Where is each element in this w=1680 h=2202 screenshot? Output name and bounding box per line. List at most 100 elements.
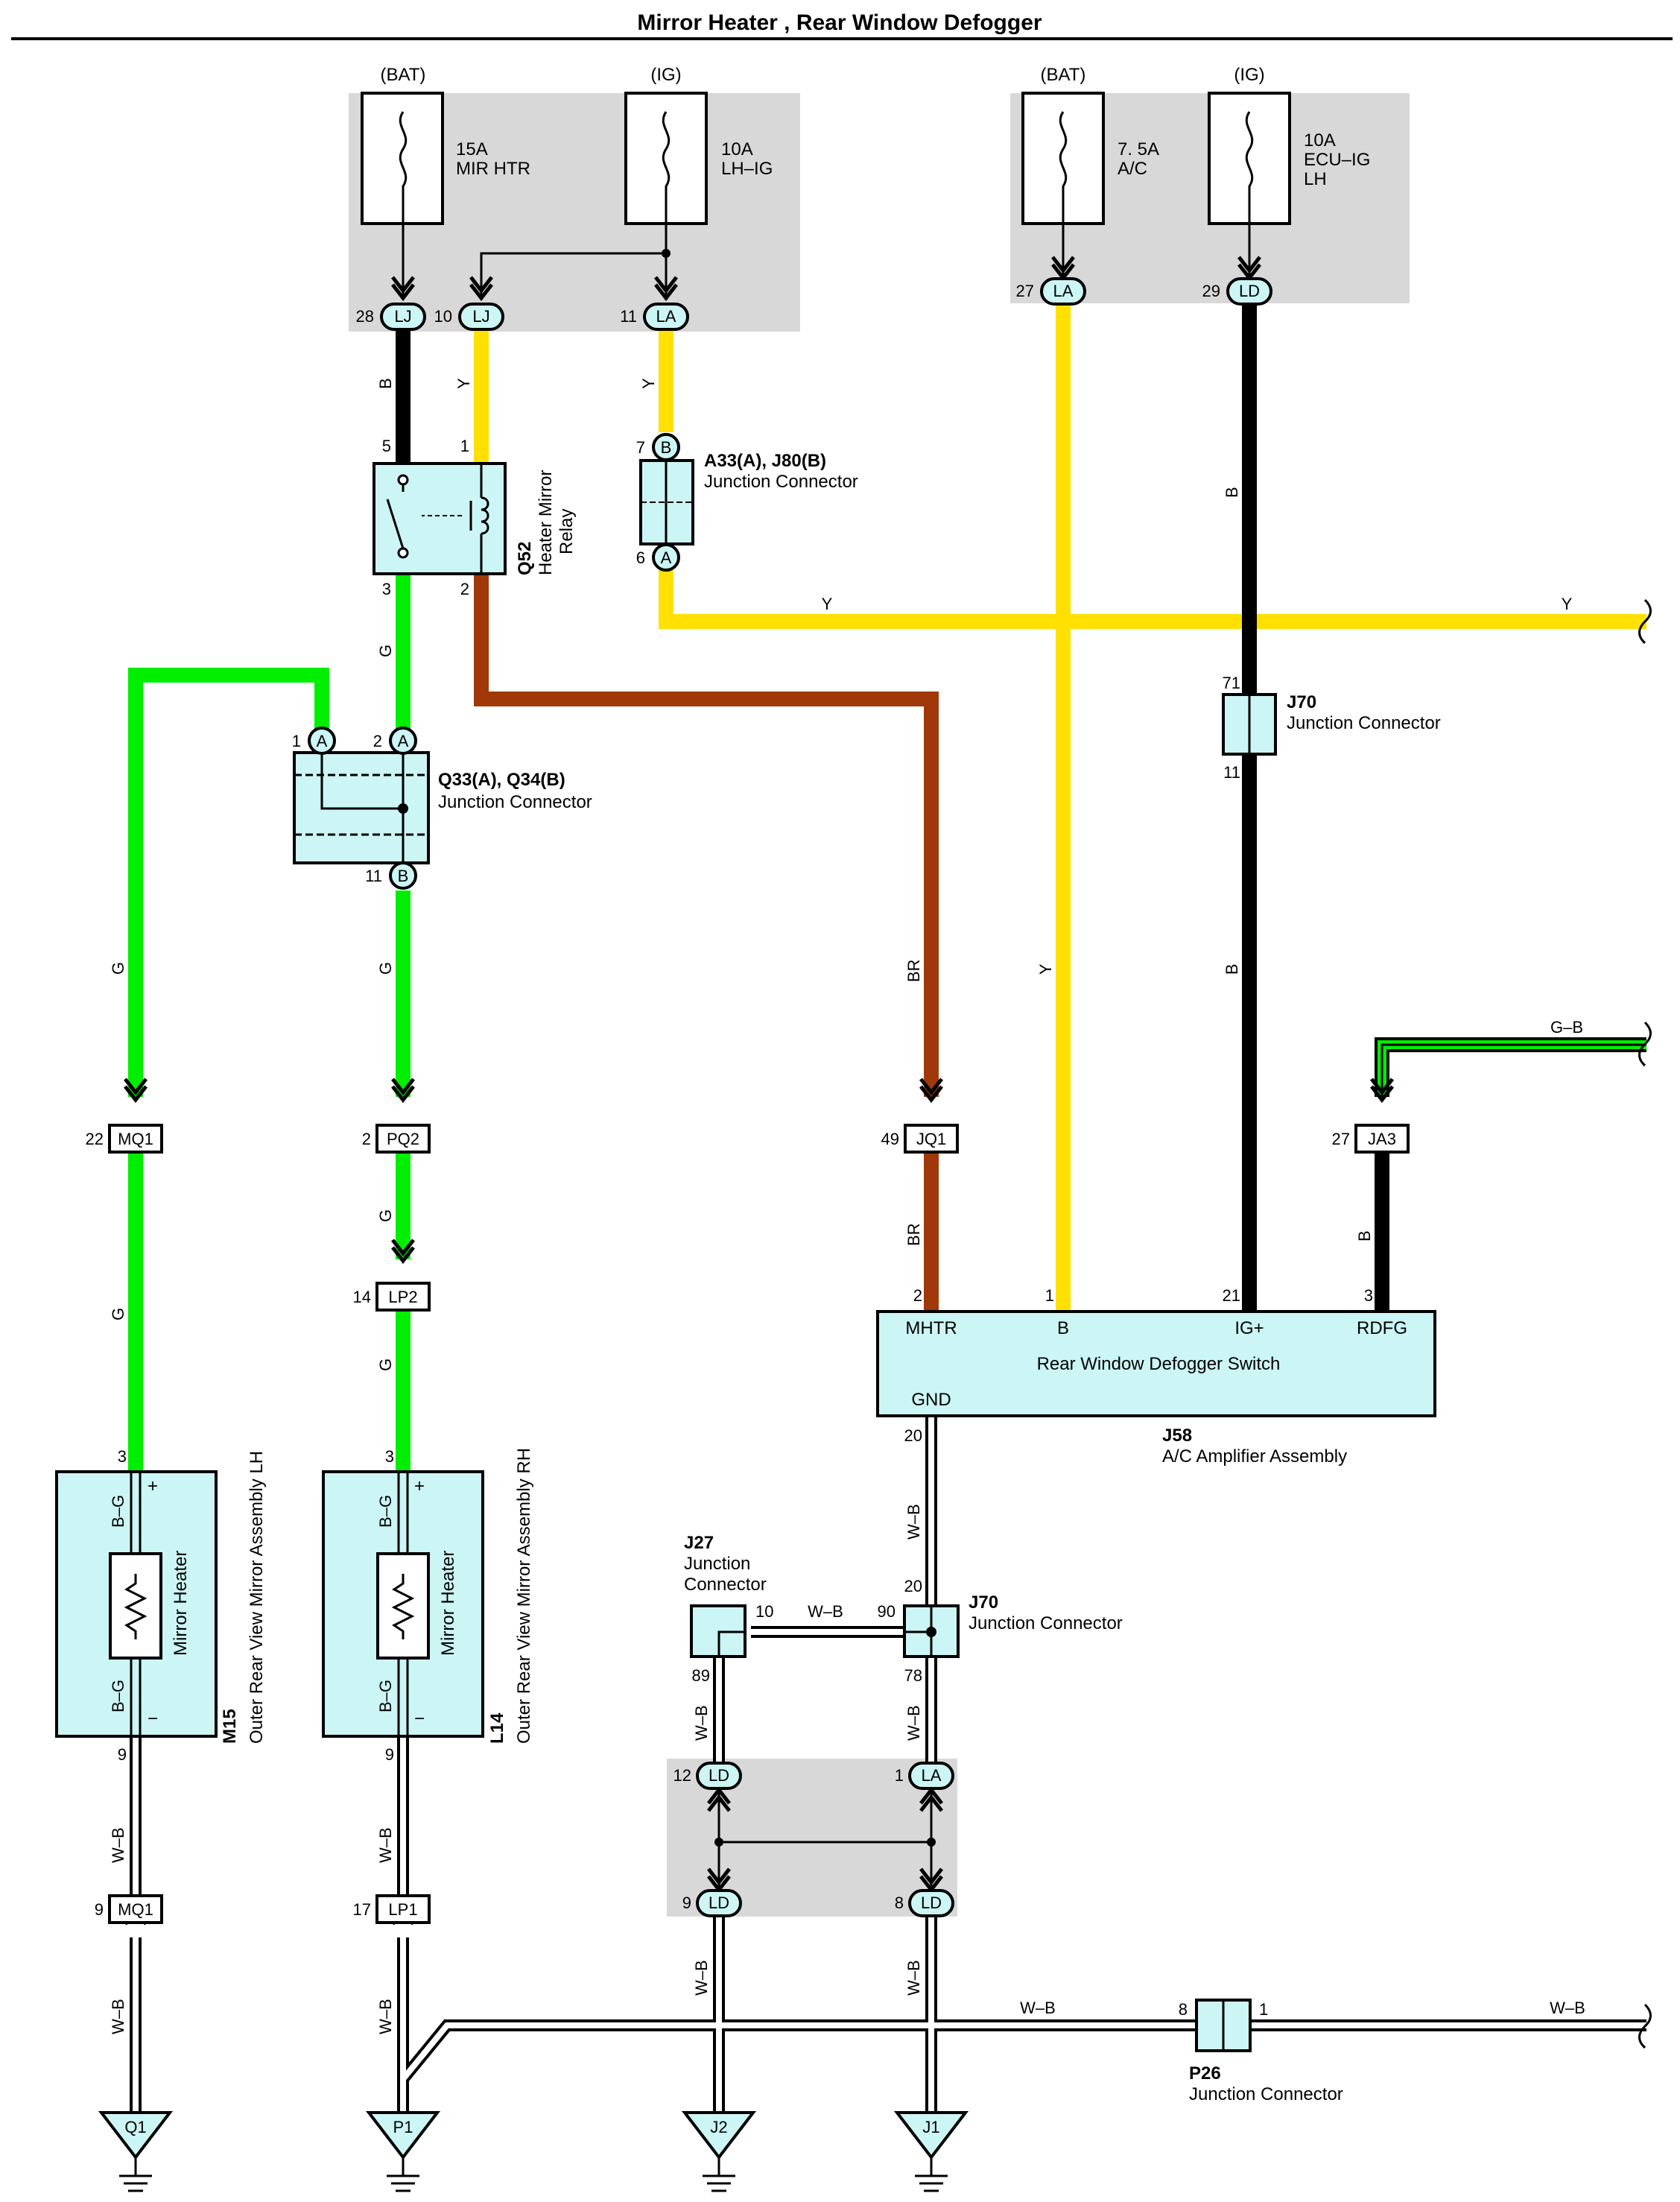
svg-text:W–B: W–B: [376, 1827, 395, 1863]
wires: [128, 301, 1646, 1483]
svg-text:11: 11: [620, 307, 637, 326]
junction-connector-a33: B A 7 6 A33(A), J80(B) Junction Connecto…: [636, 433, 858, 572]
svg-text:2: 2: [362, 1130, 371, 1148]
svg-text:B: B: [661, 438, 672, 457]
fuse-supply-label: (BAT): [1041, 65, 1086, 85]
fuse-name-line: LH: [1304, 169, 1327, 189]
svg-text:1: 1: [895, 1766, 904, 1785]
connector-id: J27: [684, 1533, 714, 1553]
svg-text:12: 12: [673, 1766, 691, 1785]
svg-text:−: −: [148, 1709, 158, 1729]
svg-text:J2: J2: [710, 2118, 727, 2136]
svg-text:W–B: W–B: [109, 1999, 127, 2034]
terminal-label: B: [1057, 1318, 1069, 1338]
svg-text:1: 1: [1259, 2000, 1268, 2019]
svg-text:B: B: [376, 378, 395, 389]
connector-id: J70: [1287, 692, 1316, 712]
block-connector: LD 12: [673, 1762, 742, 1790]
ground-symbol: Q1: [98, 2111, 174, 2192]
svg-text:9: 9: [682, 1893, 691, 1912]
svg-text:A: A: [661, 548, 672, 567]
svg-text:B: B: [1223, 964, 1241, 975]
fuse-ac: (BAT) 7. 5A A/C: [1021, 65, 1159, 225]
fuse-rating: 10A: [1304, 130, 1336, 151]
inline-connector-pq2: PQ2 2: [362, 1124, 431, 1154]
svg-text:BR: BR: [904, 959, 923, 982]
svg-text:Q1: Q1: [124, 2118, 146, 2136]
svg-text:+: +: [148, 1476, 158, 1496]
svg-text:LA: LA: [1053, 282, 1074, 300]
svg-text:Y: Y: [639, 378, 658, 389]
relay-pin: 3: [382, 580, 391, 598]
fuse-name: A/C: [1118, 159, 1147, 179]
svg-text:+: +: [414, 1476, 425, 1496]
block-junction-dots: [662, 249, 936, 1847]
relay-pin: 1: [460, 437, 469, 455]
svg-text:G: G: [376, 962, 395, 975]
svg-text:1: 1: [292, 732, 301, 750]
outer-mirror-rh-l14: + − B–G B–G Mirror Heater 3 9 L14 Outer …: [322, 1447, 534, 1764]
svg-text:G: G: [376, 1209, 395, 1222]
connector-name-line: Junction: [684, 1554, 750, 1574]
svg-text:W–B: W–B: [692, 1960, 711, 1996]
svg-text:G: G: [109, 1308, 127, 1320]
relay-name-line: Heater Mirror: [536, 470, 556, 575]
svg-text:LD: LD: [709, 1893, 729, 1912]
heater-label: Mirror Heater: [438, 1551, 458, 1656]
inline-connector-jq1: JQ1 49: [881, 1124, 959, 1154]
block-connector: LD 9: [682, 1889, 742, 1917]
svg-text:W–B: W–B: [904, 1960, 923, 1996]
block-connector: LD 8: [895, 1889, 954, 1917]
heater-label: Mirror Heater: [171, 1551, 191, 1656]
svg-text:3: 3: [385, 1447, 394, 1466]
svg-text:−: −: [414, 1709, 425, 1729]
inline-connector-lp2: LP2 14: [353, 1282, 431, 1312]
svg-text:11: 11: [1223, 763, 1240, 782]
svg-text:B–G: B–G: [109, 1495, 127, 1528]
connector-name: Junction Connector: [1287, 713, 1441, 733]
svg-text:W–B: W–B: [1550, 1999, 1585, 2017]
block-connector: LJ 28: [356, 303, 426, 331]
fuse-name-line: ECU–IG: [1304, 150, 1370, 170]
connector-id: P26: [1189, 2063, 1221, 2084]
connector-id: J70: [969, 1592, 998, 1613]
ac-amplifier-j58: MHTR B IG+ RDFG GND Rear Window Defogger…: [876, 1286, 1436, 1467]
svg-text:W–B: W–B: [109, 1827, 127, 1863]
diagram-title: Mirror Heater , Rear Window Defogger: [637, 10, 1042, 35]
svg-text:MQ1: MQ1: [118, 1900, 153, 1919]
svg-text:71: 71: [1223, 674, 1240, 692]
inline-connector-mq1-ground: MQ1 9: [95, 1894, 163, 1924]
fuse-name: MIR HTR: [456, 159, 530, 179]
svg-text:Y: Y: [1036, 964, 1055, 975]
svg-text:22: 22: [86, 1130, 104, 1148]
svg-text:B: B: [1355, 1230, 1374, 1241]
svg-text:89: 89: [692, 1666, 710, 1685]
svg-text:17: 17: [353, 1900, 371, 1919]
block-connector: LJ 10: [434, 303, 504, 331]
svg-text:A: A: [398, 732, 409, 750]
svg-text:LJ: LJ: [472, 307, 489, 326]
relay-name-line: Relay: [557, 509, 577, 554]
connector-name: Junction Connector: [1189, 2084, 1343, 2104]
fuse-ecu-ig-lh: (IG) 10A ECU–IG LH: [1208, 65, 1370, 225]
terminal-label: GND: [911, 1390, 951, 1410]
svg-text:W–B: W–B: [692, 1705, 711, 1741]
svg-text:Y: Y: [822, 595, 833, 613]
svg-text:BR: BR: [904, 1223, 923, 1246]
svg-text:B–G: B–G: [376, 1495, 395, 1528]
fuse-rating: 10A: [721, 139, 753, 159]
svg-text:8: 8: [1179, 2000, 1188, 2019]
amplifier-inner-label: Rear Window Defogger Switch: [1037, 1354, 1281, 1374]
junction-connector-j70-top: 71 11 J70 Junction Connector: [1222, 674, 1441, 782]
svg-text:G: G: [376, 1358, 395, 1371]
component-name: A/C Amplifier Assembly: [1162, 1446, 1347, 1467]
svg-text:LA: LA: [922, 1766, 942, 1785]
svg-text:LD: LD: [921, 1893, 942, 1912]
svg-text:27: 27: [1332, 1130, 1350, 1148]
svg-text:LA: LA: [656, 307, 676, 326]
component-id: M15: [220, 1709, 240, 1744]
component-id: J58: [1162, 1426, 1192, 1446]
block-connector: LD 29: [1202, 277, 1272, 306]
ground-symbol: P1: [365, 2111, 441, 2192]
